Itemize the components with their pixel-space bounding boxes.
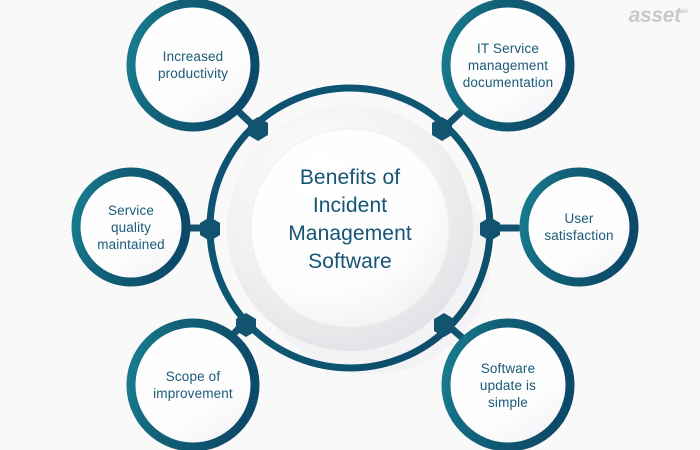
bubble-software-update-is-simple[interactable] [441, 318, 575, 450]
node-right [480, 217, 500, 241]
node-bottom-right [434, 313, 454, 337]
bubble-increased-productivity[interactable] [126, 0, 260, 132]
node-top-right [432, 117, 452, 141]
center-disc-inner [250, 128, 450, 328]
node-bottom-left [236, 313, 256, 337]
bubble-user-satisfaction[interactable] [519, 167, 639, 287]
junction-nodes [200, 117, 500, 337]
bubble-scope-of-improvement[interactable] [126, 318, 260, 450]
brand-logo-text: asset [628, 4, 682, 27]
satellite-bubbles [71, 0, 639, 450]
node-left [200, 217, 220, 241]
infinity-icon: ∞ [680, 6, 688, 17]
node-top-left [248, 117, 268, 141]
bubble-it-service-management-documentation[interactable] [441, 0, 575, 132]
bubble-service-quality-maintained[interactable] [71, 167, 191, 287]
brand-logo: asset∞ [629, 4, 688, 28]
